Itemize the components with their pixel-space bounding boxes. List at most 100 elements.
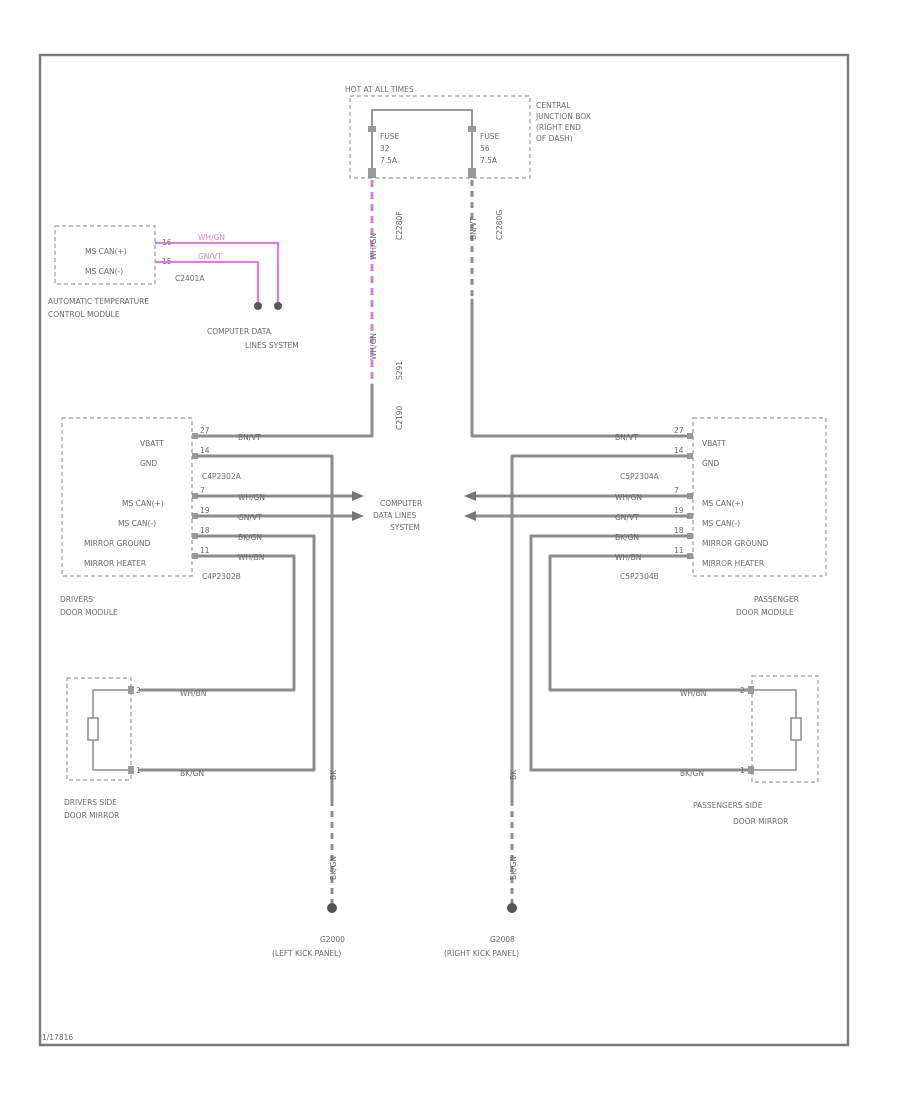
drivers-module-wires: BN/VT WH/GN GN/VT BK/GN WH/BN 27 14 7 19… bbox=[138, 426, 364, 802]
atc-label-1: AUTOMATIC TEMPERATURE bbox=[48, 297, 149, 306]
gr-wire-bk: BK bbox=[509, 769, 518, 780]
passenger-door-module: VBATT GND MS CAN(+) MS CAN(-) MIRROR GRO… bbox=[620, 417, 827, 617]
pdm-wire-mirror-heat: WH/BN bbox=[615, 553, 641, 562]
dm-label-2: DOOR MIRROR bbox=[64, 811, 119, 820]
fuse-32-number: 32 bbox=[380, 144, 390, 153]
fuse-32-amps: 7.5A bbox=[380, 156, 398, 165]
ddm-conn-b: C4P2302B bbox=[202, 572, 241, 581]
computer-data-lines-center: COMPUTER DATA LINES SYSTEM bbox=[373, 499, 422, 532]
ddm-pinnum-2: 14 bbox=[200, 446, 210, 455]
ddm-pin-gnd: GND bbox=[140, 459, 157, 468]
dm-wire-heater: WH/BN bbox=[180, 689, 206, 698]
ddm-conn-a: C4P2302A bbox=[202, 472, 242, 481]
pdm-pinnum-4: 19 bbox=[674, 506, 684, 515]
ground-g2000: BK BK/GN G2000 (LEFT KICK PANEL) bbox=[272, 769, 345, 958]
pdm-pin-gnd: GND bbox=[702, 459, 719, 468]
fuse-56-number: 56 bbox=[480, 144, 490, 153]
pdm-wire-mirror-gnd: BK/GN bbox=[615, 533, 639, 542]
footer-code: 1/17816 bbox=[42, 1033, 73, 1042]
conn-c2280f: C2280F bbox=[395, 211, 404, 240]
fuse-56-amps: 7.5A bbox=[480, 156, 498, 165]
pm-wire-heater: WH/BN bbox=[680, 689, 706, 698]
ddm-pinnum-4: 19 bbox=[200, 506, 210, 515]
ddm-label-1: DRIVERS bbox=[60, 595, 93, 604]
fuse-32-name: FUSE bbox=[380, 132, 400, 141]
dm-pin-1: 1 bbox=[136, 766, 141, 775]
ddm-wire-mirror-heat: WH/BN bbox=[238, 553, 264, 562]
wire-color-right: BN/VT bbox=[469, 217, 478, 240]
pdm-pin-can-plus: MS CAN(+) bbox=[702, 499, 744, 508]
gl-wire-bkgn: BK/GN bbox=[329, 856, 338, 880]
pm-wire-ground: BK/GN bbox=[680, 769, 704, 778]
cdl-top-1: COMPUTER DATA bbox=[207, 327, 272, 336]
ddm-pinnum-1: 27 bbox=[200, 426, 210, 435]
dm-pin-2: 2 bbox=[136, 686, 141, 695]
atc-module: MS CAN(+) MS CAN(-) 16 15 WH/GN GN/VT C2… bbox=[48, 225, 299, 350]
pdm-pinnum-5: 18 bbox=[674, 526, 684, 535]
ddm-wire-can-minus: GN/VT bbox=[238, 513, 262, 522]
fuse-56-name: FUSE bbox=[480, 132, 500, 141]
ground-g2008: BK BK/GN G2008 (RIGHT KICK PANEL) bbox=[444, 769, 519, 958]
atc-wire-gn-vt: GN/VT bbox=[198, 252, 222, 261]
atc-wire-wh-gn: WH/GN bbox=[198, 233, 225, 242]
cdl-mid-2: DATA LINES bbox=[373, 511, 416, 520]
fuse-32-circuit: WH/GN C2280F WH/GN S291 C2190 bbox=[194, 180, 404, 438]
ground-left-loc: (LEFT KICK PANEL) bbox=[272, 949, 341, 958]
fuse-56-circuit: BN/VT C2280G bbox=[469, 180, 692, 438]
pdm-pin-mirror-heat: MIRROR HEATER bbox=[702, 559, 764, 568]
dm-wire-ground: BK/GN bbox=[180, 769, 204, 778]
heater-element-icon bbox=[87, 717, 99, 741]
ddm-pinnum-6: 11 bbox=[200, 546, 210, 555]
pm-pin-1: 1 bbox=[740, 766, 745, 775]
pm-label-2: DOOR MIRROR bbox=[733, 817, 788, 826]
ground-right-loc: (RIGHT KICK PANEL) bbox=[444, 949, 519, 958]
pdm-label-2: DOOR MODULE bbox=[736, 608, 794, 617]
cdl-mid-3: SYSTEM bbox=[390, 523, 420, 532]
atc-pin-can-minus: MS CAN(-) bbox=[85, 267, 123, 276]
drivers-door-module: VBATT GND MS CAN(+) MS CAN(-) MIRROR GRO… bbox=[60, 417, 242, 617]
pdm-conn-b: C5P2304B bbox=[620, 572, 659, 581]
pdm-wire-vbatt: BN/VT bbox=[615, 433, 638, 442]
ddm-label-2: DOOR MODULE bbox=[60, 608, 118, 617]
ddm-pinnum-3: 7 bbox=[200, 486, 205, 495]
atc-label-2: CONTROL MODULE bbox=[48, 310, 120, 319]
pdm-pinnum-3: 7 bbox=[674, 486, 679, 495]
ground-right-id: G2008 bbox=[490, 935, 515, 944]
gl-wire-bk: BK bbox=[329, 769, 338, 780]
ddm-wire-vbatt: BN/VT bbox=[238, 433, 261, 442]
pdm-label-1: PASSENGER bbox=[754, 595, 799, 604]
central-junction-box: HOT AT ALL TIMES FUSE 32 7.5A FUSE 56 7.… bbox=[345, 85, 593, 179]
cjb-label: CENTRAL JUNCTION BOX (RIGHT END OF DASH) bbox=[535, 101, 593, 143]
passenger-module-wires: BN/VT WH/GN GN/VT BK/GN WH/BN 27 14 7 19… bbox=[464, 426, 750, 802]
gr-wire-bkgn: BK/GN bbox=[509, 856, 518, 880]
pdm-pin-can-minus: MS CAN(-) bbox=[702, 519, 740, 528]
dm-label-1: DRIVERS SIDE bbox=[64, 798, 117, 807]
cdl-mid-1: COMPUTER bbox=[380, 499, 422, 508]
pdm-conn-a: C5P2304A bbox=[620, 472, 660, 481]
hot-at-label: HOT AT ALL TIMES bbox=[345, 85, 414, 94]
ddm-pinnum-5: 18 bbox=[200, 526, 210, 535]
ddm-pin-can-minus: MS CAN(-) bbox=[118, 519, 156, 528]
pm-label-1: PASSENGERS SIDE bbox=[693, 801, 763, 810]
pdm-pinnum-1: 27 bbox=[674, 426, 684, 435]
ddm-pin-vbatt: VBATT bbox=[140, 439, 164, 448]
ddm-pin-can-plus: MS CAN(+) bbox=[122, 499, 164, 508]
ddm-pin-mirror-gnd: MIRROR GROUND bbox=[84, 539, 151, 548]
pdm-pin-vbatt: VBATT bbox=[702, 439, 726, 448]
ddm-wire-mirror-gnd: BK/GN bbox=[238, 533, 262, 542]
drivers-side-door-mirror: 2 1 WH/BN BK/GN DRIVERS SIDE DOOR MIRROR bbox=[64, 677, 206, 820]
pdm-pinnum-6: 11 bbox=[674, 546, 684, 555]
diagram-frame bbox=[38, 53, 850, 1047]
ground-left-id: G2000 bbox=[320, 935, 345, 944]
splice-s291: S291 bbox=[395, 361, 404, 380]
pdm-pinnum-2: 14 bbox=[674, 446, 684, 455]
wire-color-left-a: WH/GN bbox=[369, 233, 378, 260]
ddm-wire-can-plus: WH/GN bbox=[238, 493, 265, 502]
atc-pin-can-plus: MS CAN(+) bbox=[85, 247, 127, 256]
ddm-pin-mirror-heat: MIRROR HEATER bbox=[84, 559, 146, 568]
passengers-side-door-mirror: 2 1 WH/BN BK/GN PASSENGERS SIDE DOOR MIR… bbox=[680, 675, 819, 826]
pdm-wire-can-minus: GN/VT bbox=[615, 513, 639, 522]
pdm-wire-can-plus: WH/GN bbox=[615, 493, 642, 502]
cdl-top-2: LINES SYSTEM bbox=[245, 341, 299, 350]
